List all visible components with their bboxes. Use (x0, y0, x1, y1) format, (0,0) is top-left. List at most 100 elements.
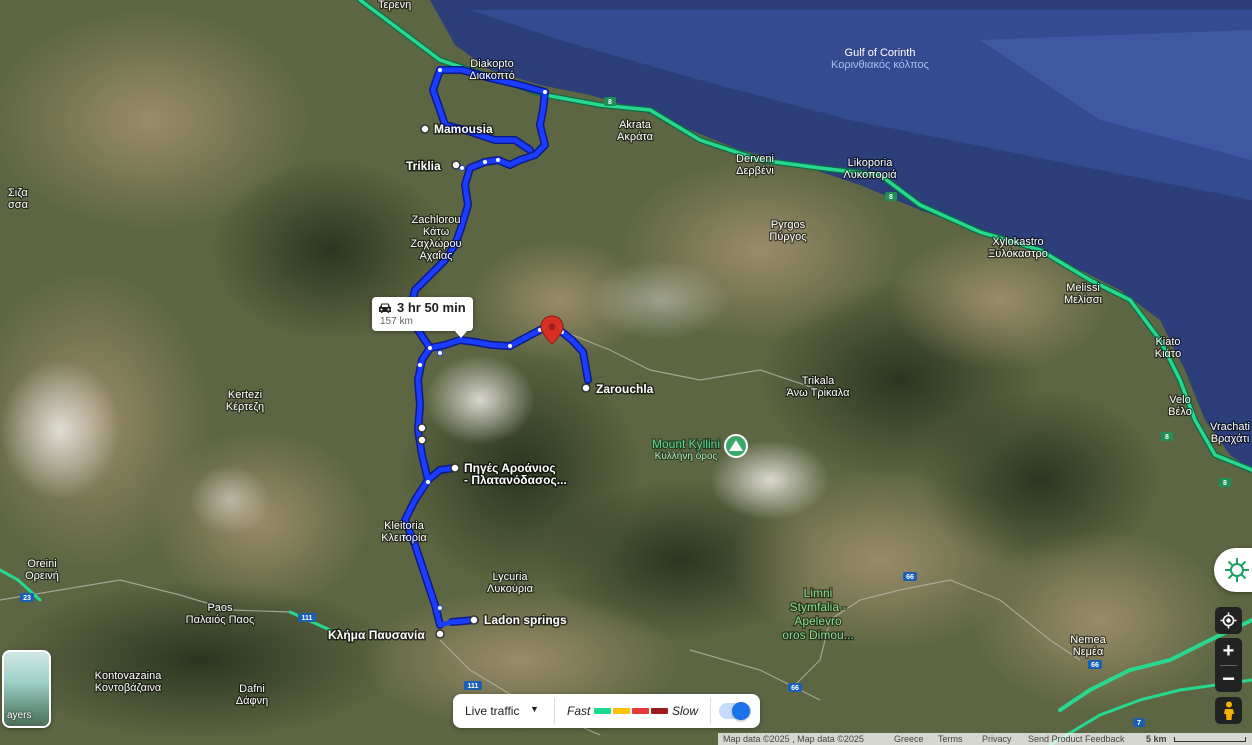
map-labels: Τερενη Σιζα σσα Gulf of Corinth Κορινθια… (7, 0, 1251, 708)
place-mamousia: Mamousia (434, 122, 493, 136)
zoom-in-button[interactable]: + (1222, 640, 1235, 662)
svg-text:Βραχάτι: Βραχάτι (1211, 433, 1250, 445)
place-zarouchla: Zarouchla (596, 382, 654, 396)
traffic-color-medium (613, 708, 630, 714)
svg-text:Paos: Paos (207, 602, 233, 614)
place-markers[interactable] (417, 124, 591, 639)
svg-text:Τερενη: Τερενη (378, 0, 411, 11)
svg-text:Παλαιός Παος: Παλαιός Παος (186, 614, 255, 626)
svg-text:111: 111 (302, 615, 313, 622)
gemini-button[interactable] (1214, 548, 1252, 592)
svg-text:Αχαΐας: Αχαΐας (419, 250, 452, 262)
svg-text:Κοντοβάζαινα: Κοντοβάζαινα (95, 682, 162, 694)
svg-text:Nemea: Nemea (1070, 634, 1106, 646)
svg-text:Trikala: Trikala (802, 375, 835, 387)
svg-text:Κάτω: Κάτω (423, 226, 450, 238)
svg-text:Kiato: Kiato (1155, 336, 1180, 348)
svg-text:Pyrgos: Pyrgos (771, 219, 806, 231)
sea-label-greek: Κορινθιακός κόλπος (831, 59, 929, 71)
svg-text:oros Dimou...: oros Dimou... (782, 628, 853, 642)
svg-text:Likoporia: Likoporia (848, 157, 894, 169)
svg-text:Μελίσσι: Μελίσσι (1064, 294, 1103, 306)
chevron-down-icon[interactable]: ▼ (530, 704, 539, 714)
svg-text:Ξυλόκαστρο: Ξυλόκαστρο (988, 248, 1048, 260)
svg-text:Δερβένι: Δερβένι (736, 165, 774, 177)
svg-text:Λυκοποριά: Λυκοποριά (843, 169, 897, 181)
sea-label: Gulf of Corinth (845, 47, 916, 59)
svg-text:Diakopto: Diakopto (470, 58, 513, 70)
map-data-attribution: Map data ©2025 , Map data ©2025 (723, 734, 864, 744)
svg-text:8: 8 (1165, 434, 1169, 441)
svg-text:8: 8 (608, 99, 612, 106)
svg-text:Δάφνη: Δάφνη (236, 695, 268, 707)
svg-text:Apelevro: Apelevro (794, 614, 842, 628)
traffic-color-fast (594, 708, 611, 714)
svg-text:Πύργος: Πύργος (769, 231, 806, 243)
svg-text:23: 23 (23, 595, 31, 602)
place-mount-kyllini: Mount Kyllini (652, 437, 720, 451)
svg-text:Kertezi: Kertezi (228, 389, 262, 401)
route-distance: 157 km (380, 316, 413, 327)
svg-text:Zachlorou: Zachlorou (412, 214, 461, 226)
svg-text:Akrata: Akrata (619, 119, 652, 131)
traffic-color-very-slow (651, 708, 668, 714)
traffic-fast-label: Fast (567, 704, 591, 718)
traffic-slow-label: Slow (672, 704, 699, 718)
car-icon (379, 303, 391, 313)
my-location-button[interactable] (1215, 607, 1242, 634)
layers-button[interactable]: ayers (2, 650, 51, 728)
svg-text:Dafni: Dafni (239, 683, 265, 695)
crosshair-icon (1220, 612, 1237, 629)
svg-text:111: 111 (468, 683, 479, 690)
place-klima-pafsania: Κλήμα Παυσανία (328, 628, 425, 642)
route-duration: 3 hr 50 min (397, 300, 466, 315)
svg-text:Melissi: Melissi (1066, 282, 1100, 294)
svg-text:66: 66 (1091, 662, 1099, 669)
layers-label: ayers (7, 710, 32, 721)
svg-text:Vrachati: Vrachati (1210, 421, 1250, 433)
traffic-legend-bars (594, 708, 668, 714)
terms-link[interactable]: Terms (938, 734, 963, 744)
divider (554, 698, 555, 724)
svg-text:Xylokastro: Xylokastro (992, 236, 1043, 248)
scale-label[interactable]: 5 km (1146, 734, 1167, 744)
send-feedback-link[interactable]: Send Product Feedback (1028, 734, 1125, 744)
svg-text:Stymfalia -: Stymfalia - (790, 600, 847, 614)
mountain-icon[interactable] (724, 434, 748, 458)
svg-text:Άνω Τρίκαλα: Άνω Τρίκαλα (787, 387, 851, 399)
zoom-controls: + − (1215, 638, 1242, 692)
pegman-icon (1223, 701, 1234, 720)
svg-text:Νεμέα: Νεμέα (1073, 646, 1104, 658)
traffic-toggle[interactable] (719, 702, 751, 720)
destination-pin-icon[interactable] (540, 315, 564, 345)
svg-text:Lycuria: Lycuria (492, 571, 528, 583)
svg-text:Kontovazaina: Kontovazaina (95, 670, 163, 682)
terrain-texture (0, 10, 1230, 740)
svg-text:7: 7 (1137, 720, 1141, 727)
svg-text:Ζαχλώρου: Ζαχλώρου (410, 238, 461, 250)
svg-text:σσα: σσα (8, 199, 29, 211)
street-view-pegman-button[interactable] (1215, 697, 1242, 724)
privacy-link[interactable]: Privacy (982, 734, 1012, 744)
road-shields: 8 8 8 8 23 111 111 66 66 66 7 (20, 97, 1231, 727)
svg-text:Κιάτο: Κιάτο (1155, 348, 1181, 360)
svg-text:Derveni: Derveni (736, 153, 774, 165)
svg-text:Πηγές Αροάνιος: Πηγές Αροάνιος (464, 461, 556, 475)
place-ladon-springs: Ladon springs (484, 613, 567, 627)
svg-text:Σιζα: Σιζα (8, 187, 28, 199)
svg-text:Κυλλήνη όρος: Κυλλήνη όρος (655, 450, 718, 462)
gemini-icon (1225, 558, 1249, 582)
svg-text:Λυκούρια: Λυκούρια (487, 583, 534, 595)
svg-text:8: 8 (889, 194, 893, 201)
svg-text:66: 66 (791, 685, 799, 692)
route-info-callout[interactable]: 3 hr 50 min 157 km (372, 297, 473, 338)
place-triklia: Triklia (406, 159, 441, 173)
svg-text:Βέλο: Βέλο (1168, 406, 1192, 418)
country-link[interactable]: Greece (894, 734, 924, 744)
traffic-color-slow (632, 708, 649, 714)
zoom-out-button[interactable]: − (1222, 665, 1235, 691)
live-traffic-dropdown[interactable]: Live traffic (465, 704, 520, 718)
svg-text:Διακοπτό: Διακοπτό (469, 70, 515, 82)
